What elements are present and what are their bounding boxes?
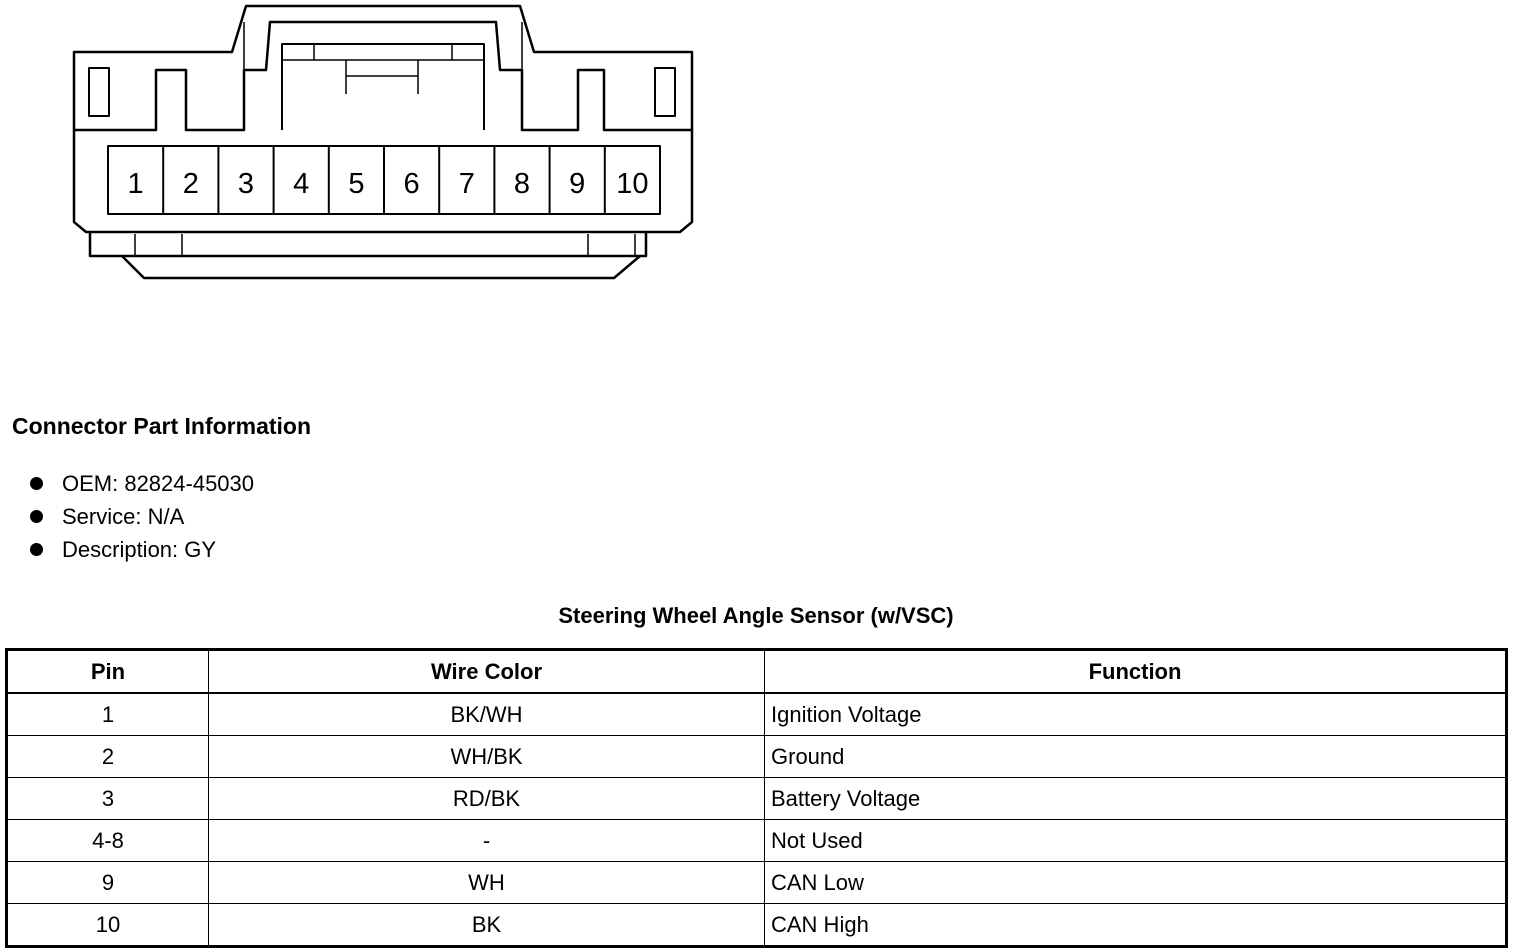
function-cell: Battery Voltage	[764, 777, 1507, 820]
part-info-list: OEM: 82824-45030 Service: N/A Descriptio…	[28, 467, 254, 566]
table-row: 9 WH CAN Low	[6, 861, 1507, 904]
pinout-table-header-row: Pin Wire Color Function	[6, 649, 1507, 694]
wire-color-cell: -	[208, 819, 765, 862]
function-cell: Ground	[764, 735, 1507, 778]
pin-cell: 1	[6, 692, 209, 736]
wire-color-cell: WH/BK	[208, 735, 765, 778]
connector-inner-wall	[74, 20, 692, 132]
connector-pin-label: 6	[404, 168, 420, 200]
connector-guide-slot-left	[88, 67, 110, 117]
table-row: 1 BK/WH Ignition Voltage	[6, 692, 1507, 736]
table-row: 2 WH/BK Ground	[6, 735, 1507, 778]
connector-pin-label: 8	[514, 168, 530, 200]
part-info-description-text: Description: GY	[62, 537, 217, 562]
pinout-table: Pin Wire Color Function 1 BK/WH Ignition…	[5, 648, 1508, 948]
table-row: 3 RD/BK Battery Voltage	[6, 777, 1507, 820]
table-row: 4-8 - Not Used	[6, 819, 1507, 862]
connector-bottom-lip	[88, 232, 648, 258]
connector-pin-label: 7	[459, 168, 475, 200]
function-cell: CAN High	[764, 903, 1507, 947]
column-header-wire-color: Wire Color	[208, 649, 765, 694]
bullet-icon	[30, 477, 43, 490]
connector-pin-label: 3	[238, 168, 254, 200]
connector-bottom-skirt	[121, 255, 641, 280]
part-info-oem-text: OEM: 82824-45030	[62, 471, 255, 496]
part-info-item-service: Service: N/A	[28, 500, 254, 533]
table-row: 10 BK CAN High	[6, 903, 1507, 947]
connector-pin-label: 9	[569, 168, 585, 200]
connector-latch	[281, 43, 485, 130]
pin-cell: 3	[6, 777, 209, 820]
function-cell: CAN Low	[764, 861, 1507, 904]
wire-color-cell: BK/WH	[208, 692, 765, 736]
function-cell: Ignition Voltage	[764, 692, 1507, 736]
pin-cell: 2	[6, 735, 209, 778]
connector-part-info-title: Connector Part Information	[12, 413, 312, 439]
bullet-icon	[30, 543, 43, 556]
function-cell: Not Used	[764, 819, 1507, 862]
connector-face-diagram: 1 2 3 4 5 6 7 8 9 10	[0, 0, 720, 300]
connector-guide-slot-right	[654, 67, 676, 117]
connector-pin-label: 4	[293, 168, 309, 200]
pin-cell: 4-8	[6, 819, 209, 862]
column-header-pin: Pin	[6, 649, 209, 694]
connector-pin-label: 10	[616, 168, 648, 200]
column-header-function: Function	[764, 649, 1507, 694]
part-info-service-text: Service: N/A	[62, 504, 185, 529]
bullet-icon	[30, 510, 43, 523]
pin-cell: 10	[6, 903, 209, 947]
part-info-item-description: Description: GY	[28, 533, 254, 566]
wire-color-cell: WH	[208, 861, 765, 904]
connector-pin-label: 1	[128, 168, 144, 200]
pinout-table-title: Steering Wheel Angle Sensor (w/VSC)	[558, 603, 954, 628]
connector-pin-label: 5	[348, 168, 364, 200]
connector-drawing: 1 2 3 4 5 6 7 8 9 10	[72, 4, 694, 280]
pin-cell: 9	[6, 861, 209, 904]
wire-color-cell: BK	[208, 903, 765, 947]
wire-color-cell: RD/BK	[208, 777, 765, 820]
part-info-item-oem: OEM: 82824-45030	[28, 467, 254, 500]
connector-housing-outline	[72, 4, 694, 234]
connector-pin-label: 2	[183, 168, 199, 200]
